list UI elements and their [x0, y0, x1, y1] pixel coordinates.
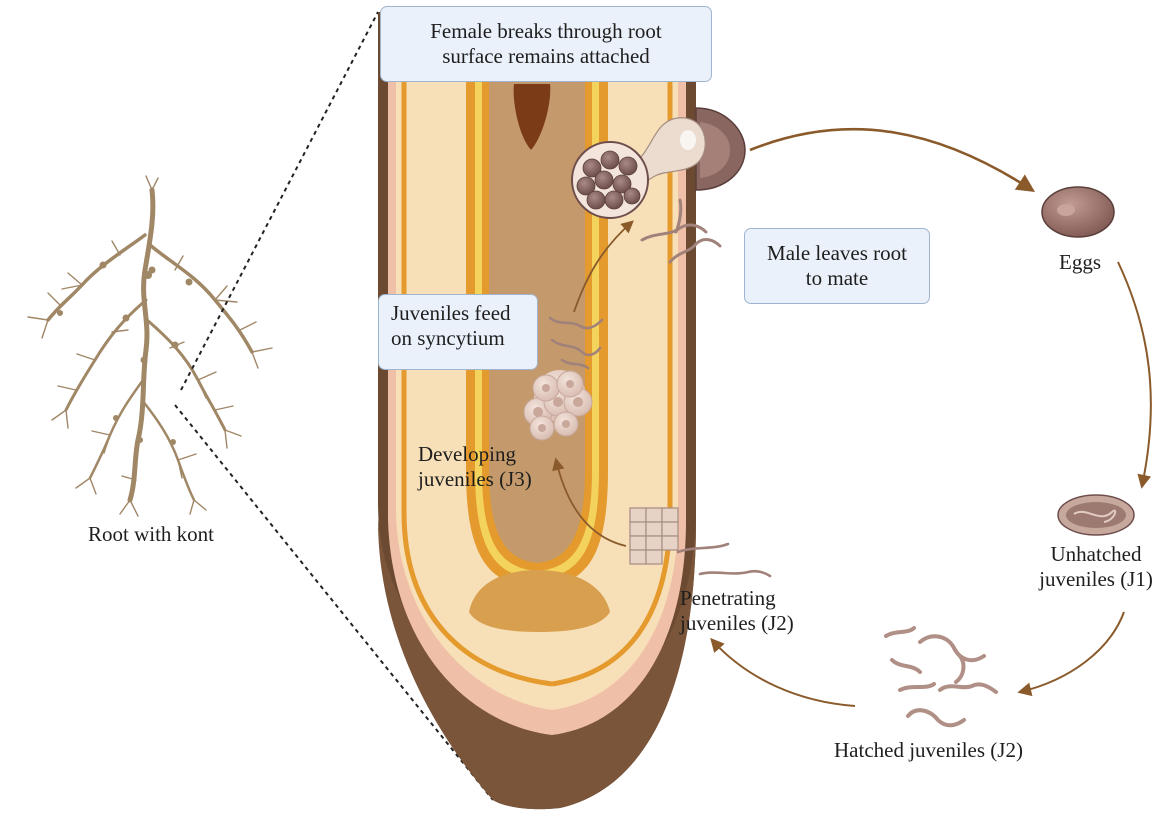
female-breaks-box: Female breaks through root surface remai…: [380, 6, 712, 82]
male-box-line-2: to mate: [745, 266, 929, 291]
penetrating-juveniles-label: Penetrating juveniles (J2): [680, 586, 794, 636]
penetrating-line-1: Penetrating: [680, 586, 794, 611]
feed-box-line-2: on syncytium: [391, 326, 537, 351]
egg-icon: [1042, 187, 1114, 237]
root-system-icon: [28, 176, 272, 516]
eggs-label: Eggs: [1040, 250, 1120, 275]
unhatched-egg-icon: [1058, 495, 1134, 535]
unhatched-line-1: Unhatched: [1022, 542, 1170, 567]
developing-line-1: Developing: [418, 442, 532, 467]
root-with-knot-label: Root with kont: [70, 522, 232, 547]
hatched-juveniles-icon: [886, 628, 996, 725]
penetrating-line-2: juveniles (J2): [680, 611, 794, 636]
egg-mass-icon: [572, 142, 648, 218]
developing-line-2: juveniles (J3): [418, 467, 532, 492]
unhatched-juveniles-label: Unhatched juveniles (J1): [1022, 542, 1170, 592]
unhatched-line-2: juveniles (J1): [1022, 567, 1170, 592]
female-box-line-2: surface remains attached: [381, 44, 711, 69]
juveniles-feed-box: Juveniles feed on syncytium: [378, 294, 538, 370]
developing-juveniles-label: Developing juveniles (J3): [418, 442, 532, 492]
feed-box-line-1: Juveniles feed: [391, 301, 537, 326]
male-box-line-1: Male leaves root: [745, 241, 929, 266]
male-leaves-box: Male leaves root to mate: [744, 228, 930, 304]
hatched-juveniles-label: Hatched juveniles (J2): [834, 738, 1023, 763]
female-box-line-1: Female breaks through root: [381, 19, 711, 44]
